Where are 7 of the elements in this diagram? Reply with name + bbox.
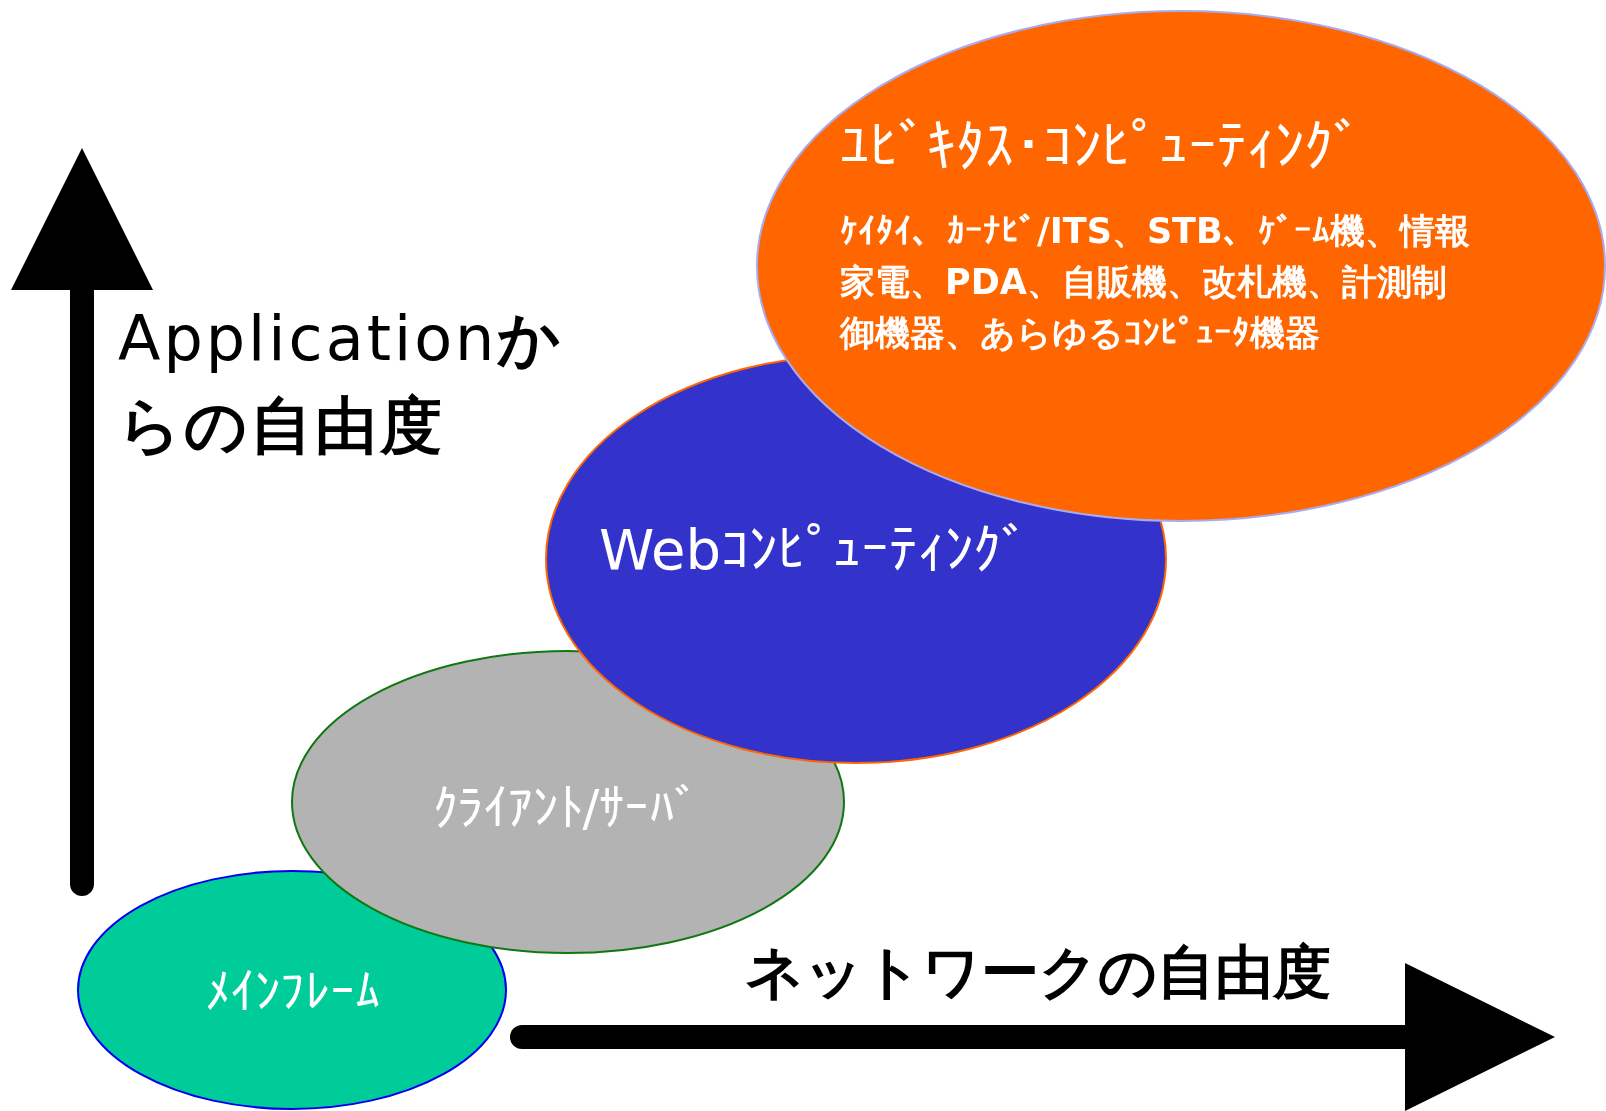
node-title: ﾕﾋﾞｷﾀｽ･ｺﾝﾋﾟｭｰﾃｨﾝｸﾞ xyxy=(840,112,1363,182)
axis-label: ネットワークの自由度 xyxy=(745,938,1332,1008)
axis-label: Applicationからの自由度 xyxy=(118,301,565,464)
node-description: ｹｲﾀｲ、ｶｰﾅﾋﾞ/ITS、STB、ｹﾞｰﾑ機、情報家電、PDA、自販機、改札機、計測制御機器、あらゆるｺﾝﾋﾟｭｰﾀ機器 xyxy=(840,210,1470,355)
node-label: ｸﾗｲｱﾝﾄ/ｻｰﾊﾞ xyxy=(431,778,701,838)
node-label: ﾒｲﾝﾌﾚｰﾑ xyxy=(203,962,381,1022)
node-label: Webｺﾝﾋﾟｭｰﾃｨﾝｸﾞ xyxy=(599,516,1031,584)
